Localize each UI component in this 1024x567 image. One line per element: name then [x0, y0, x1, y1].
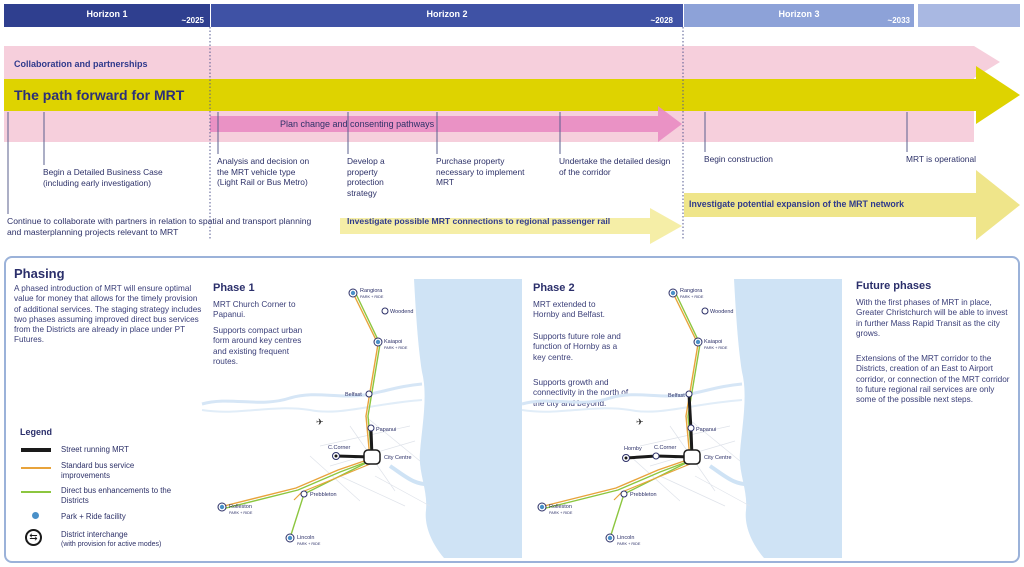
- future-p1: With the first phases of MRT in place, G…: [856, 298, 1008, 338]
- horizon-1-bar: Horizon 1 ~2025: [4, 4, 210, 27]
- p2-label-lincoln-pr: PARK + RIDE: [617, 542, 641, 546]
- p2-label-rolleston: Rolleston: [549, 504, 572, 510]
- p2-label-citycentre: City Centre: [704, 455, 732, 461]
- p2-label-ccorner: C.Corner: [654, 445, 676, 451]
- phase2-title: Phase 2: [533, 282, 575, 294]
- collaboration-band-label: Collaboration and partnerships: [14, 59, 148, 69]
- legend-swatch-district: [21, 491, 51, 493]
- p1-label-kaiapoi: Kaiapoi: [384, 339, 402, 345]
- p1-label-rolleston: Rolleston: [229, 504, 252, 510]
- legend-title: Legend: [20, 427, 53, 437]
- milestone-analysis: Analysis and decision on the MRT vehicle…: [217, 156, 310, 187]
- p1-label-prebbleton: Prebbleton: [310, 492, 337, 498]
- phase1-p1: MRT Church Corner to Papanui.: [213, 300, 296, 320]
- horizon-1-name: Horizon 1: [86, 9, 128, 19]
- p1-label-woodend: Woodend: [390, 309, 413, 315]
- milestone-collaborate: Continue to collaborate with partners in…: [7, 216, 312, 237]
- p1-label-lincoln: Lincoln: [297, 535, 314, 541]
- phase1-p2: Supports compact urban form around key c…: [213, 326, 303, 366]
- phase2-p2: Supports future role and function of Hor…: [533, 332, 621, 362]
- p1-label-kaiapoi-pr: PARK + RIDE: [384, 346, 408, 350]
- p1-label-rangiora: Rangiora: [360, 288, 383, 294]
- p1-label-papanui: Papanui: [376, 427, 396, 433]
- plan-change-label: Plan change and consenting pathways: [280, 119, 435, 129]
- phasing-body: A phased introduction of MRT will ensure…: [14, 284, 202, 345]
- p1-label-citycentre: City Centre: [384, 455, 412, 461]
- svg-text:✈: ✈: [316, 417, 324, 427]
- interchange-icon: ⇆: [25, 529, 42, 546]
- horizon-2-bar: Horizon 2 ~2028: [211, 4, 683, 27]
- phase2-p1: MRT extended to Hornby and Belfast.: [533, 300, 605, 320]
- park-ride-icon: [32, 512, 39, 519]
- p2-label-rangiora-pr: PARK + RIDE: [680, 295, 704, 299]
- legend-swatch-bus: [21, 467, 51, 469]
- legend-label-district: Direct bus enhancements to the Districts: [61, 486, 172, 505]
- phase2-map: ✈ Rangiora PARK + RIDE Woodend Kaiapoi P…: [521, 279, 842, 558]
- milestone-property-protection: Develop a property protection strategy: [347, 156, 385, 198]
- legend-label-park-ride: Park + Ride facility: [61, 512, 126, 521]
- horizon-1-year: ~2025: [181, 16, 204, 25]
- p2-label-lincoln: Lincoln: [617, 535, 634, 541]
- milestone-design: Undertake the detailed design of the cor…: [559, 156, 671, 177]
- p1-label-ccorner: C.Corner: [328, 445, 350, 451]
- p2-label-woodend: Woodend: [710, 309, 733, 315]
- milestone-construction: Begin construction: [704, 154, 773, 164]
- timeline-bands: [4, 27, 1020, 244]
- horizon-3-name: Horizon 3: [778, 9, 820, 19]
- legend-label-interchange: District interchange: [61, 530, 128, 539]
- p2-label-prebbleton: Prebbleton: [630, 492, 657, 498]
- phasing-title: Phasing: [14, 266, 65, 281]
- svg-text:✈: ✈: [636, 417, 644, 427]
- legend-label-bus: Standard bus service improvements: [61, 461, 135, 480]
- legend-label-mrt: Street running MRT: [61, 445, 129, 454]
- p2-label-kaiapoi-pr: PARK + RIDE: [704, 346, 728, 350]
- future-p2: Extensions of the MRT corridor to the Di…: [856, 354, 1010, 405]
- legend-swatch-mrt: [21, 448, 51, 452]
- phase1-map: ✈ Rangiora PARK + RIDE Woodend Kaiapoi P…: [201, 279, 522, 558]
- expansion-label: Investigate potential expansion of the M…: [689, 199, 905, 209]
- p1-label-lincoln-pr: PARK + RIDE: [297, 542, 321, 546]
- p2-label-kaiapoi: Kaiapoi: [704, 339, 722, 345]
- horizon-2-year: ~2028: [650, 16, 673, 25]
- milestone-business-case: Begin a Detailed Business Case (includin…: [43, 167, 163, 188]
- path-band-label: The path forward for MRT: [14, 87, 185, 103]
- regional-rail-label: Investigate possible MRT connections to …: [347, 216, 611, 226]
- p2-label-rolleston-pr: PARK + RIDE: [549, 511, 573, 515]
- p2-label-papanui: Papanui: [696, 427, 716, 433]
- p1-label-rangiora-pr: PARK + RIDE: [360, 295, 384, 299]
- p2-label-rangiora: Rangiora: [680, 288, 703, 294]
- p1-label-belfast: Belfast: [345, 392, 362, 398]
- milestone-purchase: Purchase property necessary to implement…: [436, 156, 525, 187]
- future-title: Future phases: [856, 280, 932, 292]
- horizon-3-year: ~2033: [887, 16, 910, 25]
- horizon-2-name: Horizon 2: [426, 9, 468, 19]
- horizon-3-bar: Horizon 3 ~2033: [684, 4, 914, 27]
- milestone-operational: MRT is operational: [906, 154, 976, 164]
- p2-label-hornby: Hornby: [624, 446, 642, 452]
- legend-label-interchange-sub: (with provision for active modes): [61, 541, 162, 548]
- horizon-extension-bar: [918, 4, 1020, 27]
- p1-label-rolleston-pr: PARK + RIDE: [229, 511, 253, 515]
- p2-label-belfast: Belfast: [668, 393, 685, 399]
- phase1-title: Phase 1: [213, 282, 255, 294]
